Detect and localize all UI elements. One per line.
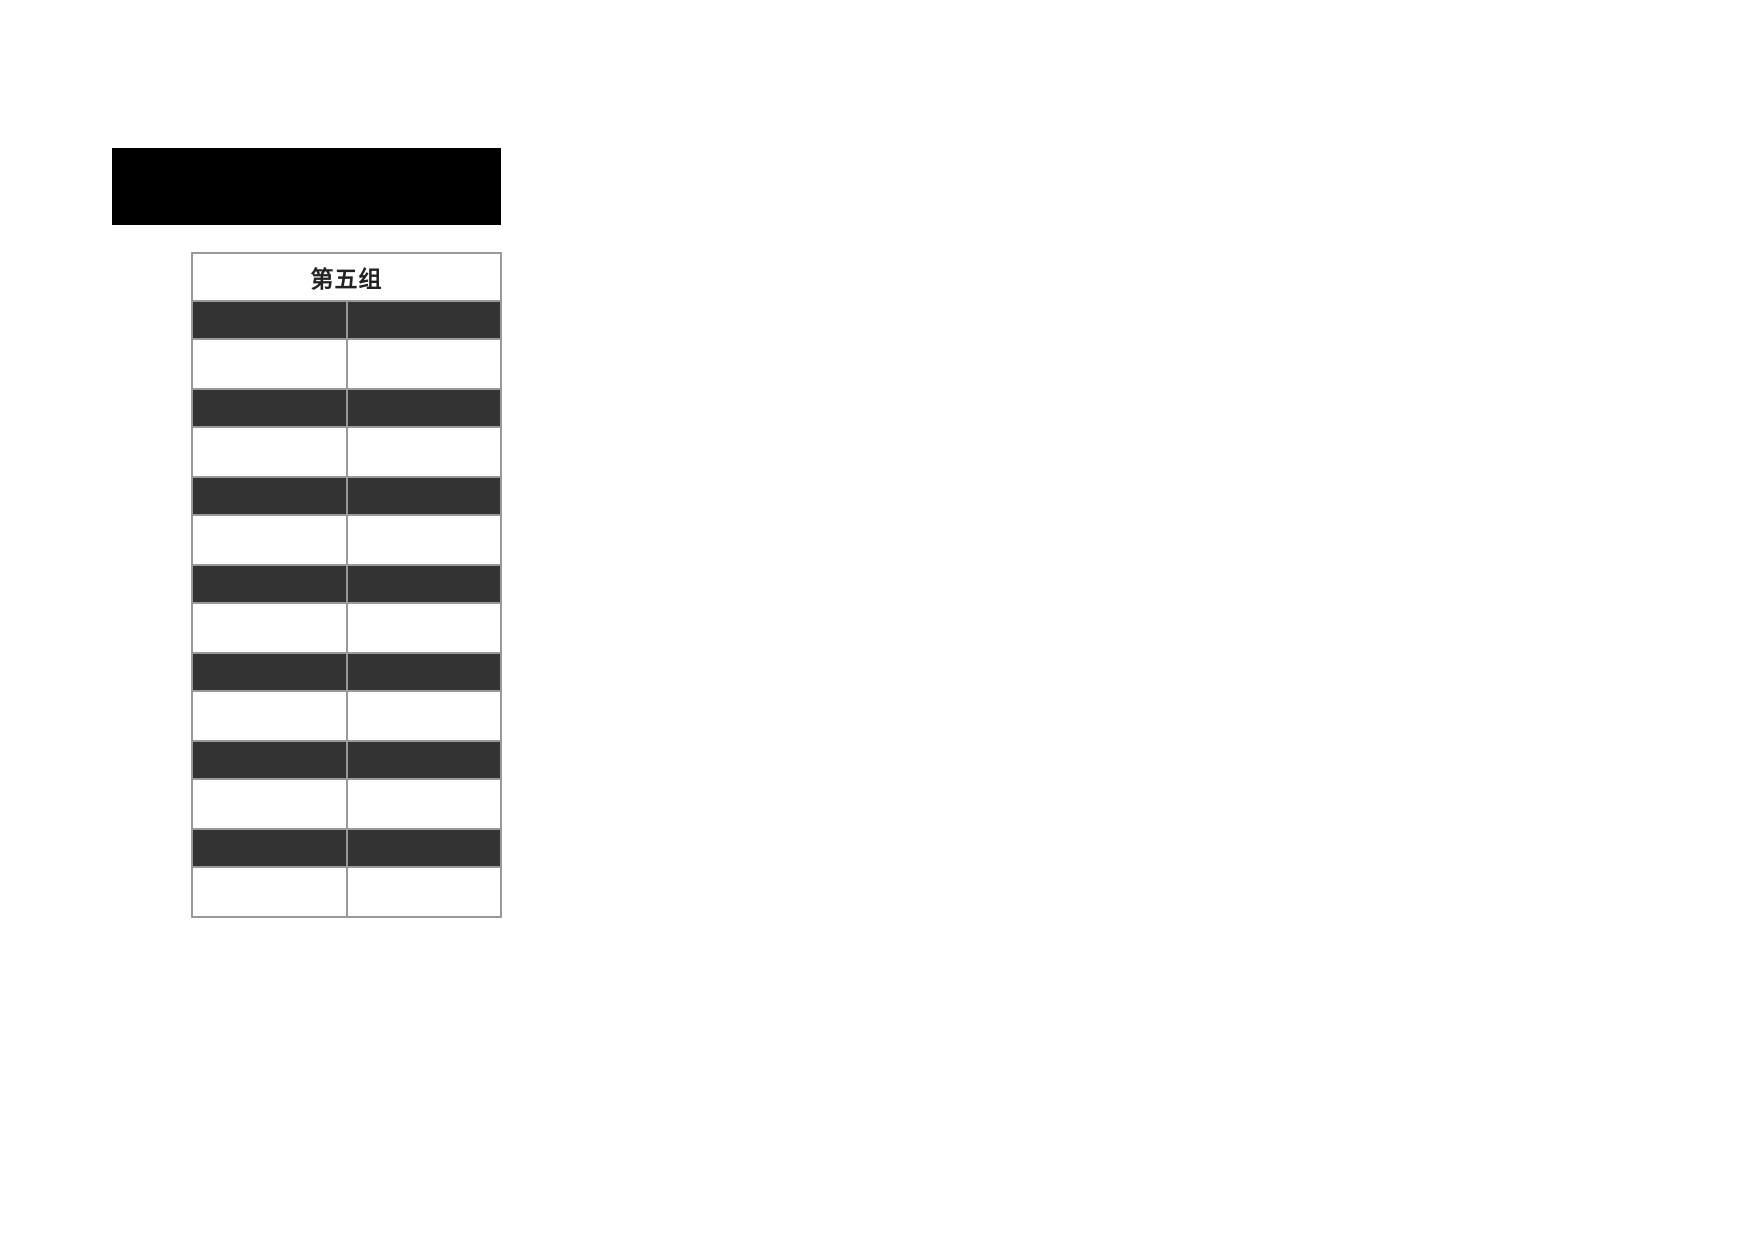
table-row (191, 300, 502, 340)
table-cell (191, 690, 348, 742)
table-cell (191, 564, 348, 604)
table-row (191, 740, 502, 780)
group-table: 第五组 (191, 252, 502, 918)
table-row (191, 426, 502, 478)
group-table-head: 第五组 (191, 252, 502, 302)
table-cell (345, 564, 502, 604)
table-cell (345, 652, 502, 692)
table-row (191, 778, 502, 830)
table-cell (191, 740, 348, 780)
table-cell (191, 426, 348, 478)
table-cell (191, 388, 348, 428)
table-row (191, 866, 502, 918)
table-title: 第五组 (191, 252, 502, 302)
table-title-row: 第五组 (191, 252, 502, 302)
table-row (191, 690, 502, 742)
table-cell (345, 476, 502, 516)
table-row (191, 602, 502, 654)
table-cell (191, 602, 348, 654)
table-cell (345, 300, 502, 340)
table-row (191, 828, 502, 868)
table-cell (345, 388, 502, 428)
table-cell (345, 740, 502, 780)
table-cell (191, 828, 348, 868)
table-cell (345, 338, 502, 390)
table-cell (345, 828, 502, 868)
table-cell (191, 778, 348, 830)
table-cell (345, 514, 502, 566)
redacted-title-block (112, 148, 501, 225)
table-cell (191, 652, 348, 692)
table-cell (345, 690, 502, 742)
table-cell (191, 300, 348, 340)
table-row (191, 388, 502, 428)
table-cell (191, 866, 348, 918)
table-cell (345, 426, 502, 478)
table-row (191, 514, 502, 566)
table-row (191, 476, 502, 516)
table-cell (345, 602, 502, 654)
table-cell (345, 866, 502, 918)
table-cell (191, 476, 348, 516)
table-row (191, 338, 502, 390)
table-body (191, 300, 502, 918)
table-cell (345, 778, 502, 830)
table-cell (191, 338, 348, 390)
table-row (191, 652, 502, 692)
table-cell (191, 514, 348, 566)
table-row (191, 564, 502, 604)
